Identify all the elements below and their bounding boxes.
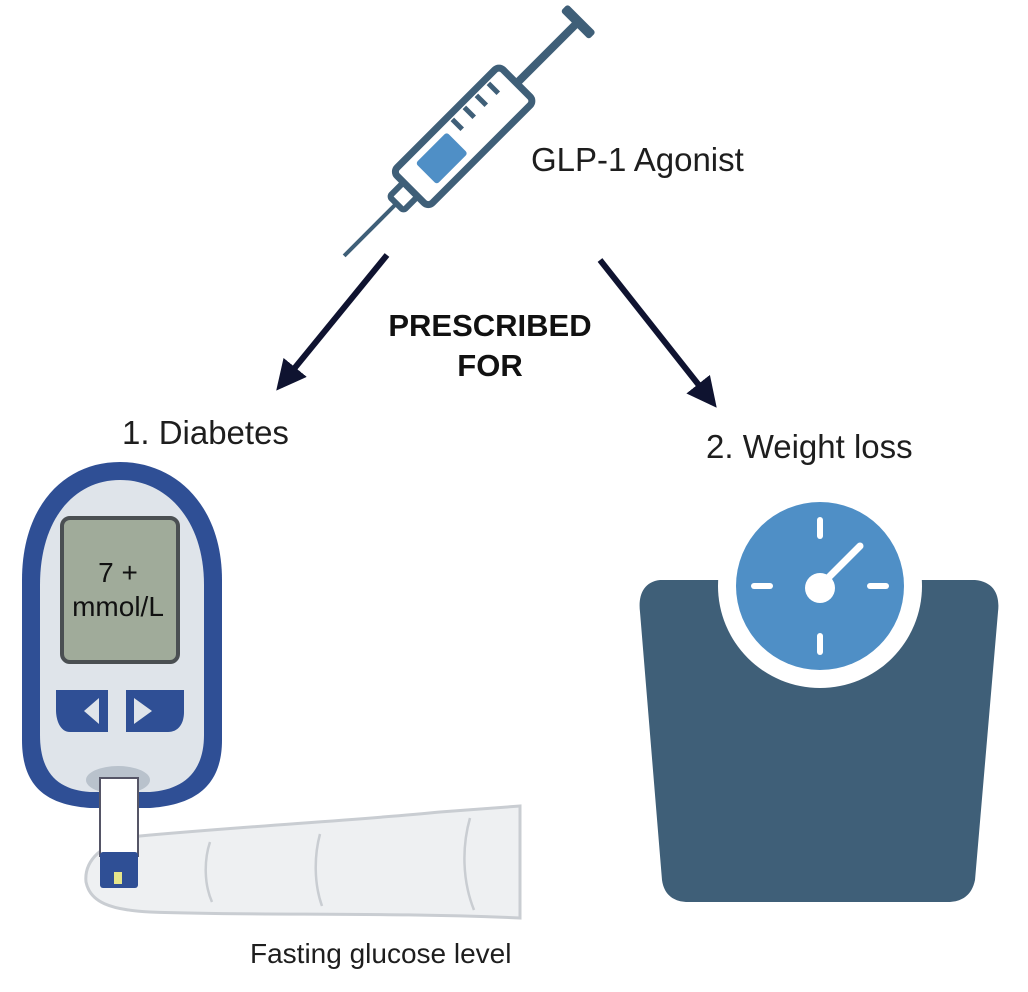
meter-reading-value: 7 + xyxy=(98,557,138,588)
prescribed-for-label: PRESCRIBED FOR xyxy=(340,306,640,386)
weight-loss-label: 2. Weight loss xyxy=(706,428,913,465)
meter-reading-unit: mmol/L xyxy=(72,591,164,622)
arrow-to-weight-loss xyxy=(597,258,717,408)
bathroom-scale-icon xyxy=(639,484,999,902)
prescribed-for-line-2: FOR xyxy=(457,348,523,383)
fasting-glucose-caption: Fasting glucose level xyxy=(250,938,512,969)
meter-reading: 7 + mmol/L xyxy=(62,556,174,624)
arrow-to-diabetes xyxy=(276,253,390,391)
prescribed-for-line-1: PRESCRIBED xyxy=(388,308,592,343)
finger-icon xyxy=(84,804,522,920)
diabetes-label: 1. Diabetes xyxy=(122,414,289,451)
glucose-meter-icon xyxy=(22,462,222,888)
syringe-icon xyxy=(342,5,595,258)
glp1-agonist-label: GLP-1 Agonist xyxy=(531,141,744,178)
